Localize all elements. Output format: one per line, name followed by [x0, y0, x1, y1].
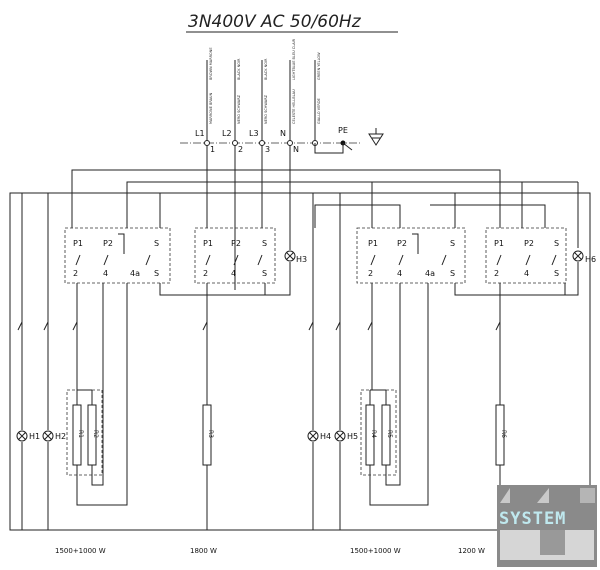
- switch-label: S: [262, 269, 267, 278]
- switch-label: P2: [231, 239, 241, 248]
- resistor-label: R5: [386, 430, 393, 438]
- lamp-label: H5: [347, 432, 358, 441]
- resistor: [495, 404, 505, 466]
- switch-box-4: P1 P2 S 2 4 S: [485, 227, 567, 284]
- resistor-label: R3: [207, 430, 214, 438]
- resistor-label: R2: [92, 430, 99, 438]
- wire-color-labels: BROWN MARRONE MARRONE BRAUN BLACK NOIR N…: [209, 38, 321, 124]
- switch-label: S: [154, 239, 159, 248]
- lamp-label: H1: [29, 432, 40, 441]
- lamp-label: H6: [585, 255, 596, 264]
- switch-label: P1: [494, 239, 504, 248]
- switch-label: 4: [397, 269, 402, 278]
- lamp-h4-icon: [307, 430, 319, 442]
- resistor-label: R4: [370, 430, 377, 438]
- switch-label: 4a: [130, 269, 140, 278]
- switch-label: S: [554, 269, 559, 278]
- power-rating: 1200 W: [458, 547, 485, 555]
- bus-wiring: [9, 169, 591, 531]
- lamp-label: H3: [296, 255, 307, 264]
- ground-icon: [368, 128, 384, 146]
- wire-color-label: GREEN YELLOW: [317, 52, 321, 80]
- lamp-labels: H1 H2 H3 H4 H5 H6: [29, 255, 596, 441]
- system-logo: SYSTEM: [497, 485, 597, 567]
- terminal-number: 1: [210, 145, 215, 154]
- switch-label: P1: [368, 239, 378, 248]
- switch-label: P1: [73, 239, 83, 248]
- wire-color-label: NERO SCHWARZ: [237, 94, 241, 124]
- wire-color-label: CELESTE HELLBLAU: [292, 89, 296, 124]
- switch-label: P2: [397, 239, 407, 248]
- terminal-strip: L1 L2 L3 N 1 2 3 N PE: [180, 126, 360, 154]
- terminal: [259, 140, 265, 146]
- switch-label: S: [554, 239, 559, 248]
- lamp-h6-icon: [572, 250, 584, 262]
- resistor: [202, 404, 212, 466]
- wire-color-label: MARRONE BRAUN: [209, 92, 213, 124]
- phase-label: L2: [222, 129, 232, 138]
- lamp-h3-icon: [284, 250, 296, 262]
- switch-label: S: [262, 239, 267, 248]
- switch-label: 4: [231, 269, 236, 278]
- wire-color-label: LIGHTBLUE BLEU CLAIR: [292, 38, 296, 80]
- wire-color-label: BROWN MARRONE: [209, 47, 213, 80]
- contact-icons: [17, 321, 501, 338]
- switch-box-2: P1 P2 S 2 4 S: [194, 227, 276, 284]
- switch-label: 4a: [425, 269, 435, 278]
- lamp-icons: [16, 250, 584, 442]
- switch-label: 4: [103, 269, 108, 278]
- terminal-number: 2: [238, 145, 243, 154]
- heating-elements: R1 R2 R3 R4 R5 R6: [66, 389, 507, 476]
- lamp-h1-icon: [16, 430, 28, 442]
- switch-label: 2: [73, 269, 78, 278]
- switch-label: 4: [524, 269, 529, 278]
- power-rating: 1800 W: [190, 547, 217, 555]
- switch-box-1: P1 P2 S 2 4 4a S: [64, 227, 171, 284]
- switch-label: P1: [203, 239, 213, 248]
- switch-label: 2: [203, 269, 208, 278]
- pe-label: PE: [338, 126, 348, 135]
- terminal: [204, 140, 210, 146]
- lamp-label: H4: [320, 432, 331, 441]
- terminal: [287, 140, 293, 146]
- wire-color-label: GIALLO VERDE: [317, 98, 321, 124]
- voltage-title: 3N400V AC 50/60Hz: [188, 12, 362, 32]
- lamp-h5-icon: [334, 430, 346, 442]
- switch-label: S: [450, 269, 455, 278]
- phase-label: L3: [249, 129, 259, 138]
- switch-label: S: [450, 239, 455, 248]
- switch-label: P2: [524, 239, 534, 248]
- switch-label: 2: [368, 269, 373, 278]
- logo-text: SYSTEM: [499, 509, 566, 529]
- switch-label: S: [154, 269, 159, 278]
- phase-label: N: [280, 129, 286, 138]
- wire-color-label: BLACK NOIR: [237, 58, 241, 80]
- power-rating: 1500+1000 W: [350, 547, 401, 555]
- power-rating: 1500+1000 W: [55, 547, 106, 555]
- switch-label: P2: [103, 239, 113, 248]
- power-ratings: 1500+1000 W 1800 W 1500+1000 W 1200 W: [55, 547, 485, 555]
- phase-label: L1: [195, 129, 205, 138]
- lamp-h2-icon: [42, 430, 54, 442]
- terminal-number: 3: [265, 145, 270, 154]
- lamp-label: H2: [55, 432, 66, 441]
- wire-color-label: NERO SCHWARZ: [264, 94, 268, 124]
- switch-label: 2: [494, 269, 499, 278]
- terminal: [232, 140, 238, 146]
- incoming-wires: [206, 60, 316, 290]
- wire-color-label: BLACK NOIR: [264, 58, 268, 80]
- terminal-number: N: [293, 145, 299, 154]
- resistor-label: R1: [77, 430, 84, 438]
- switch-box-3: P1 P2 S 2 4 4a S: [356, 227, 466, 284]
- resistor-label: R6: [500, 430, 507, 438]
